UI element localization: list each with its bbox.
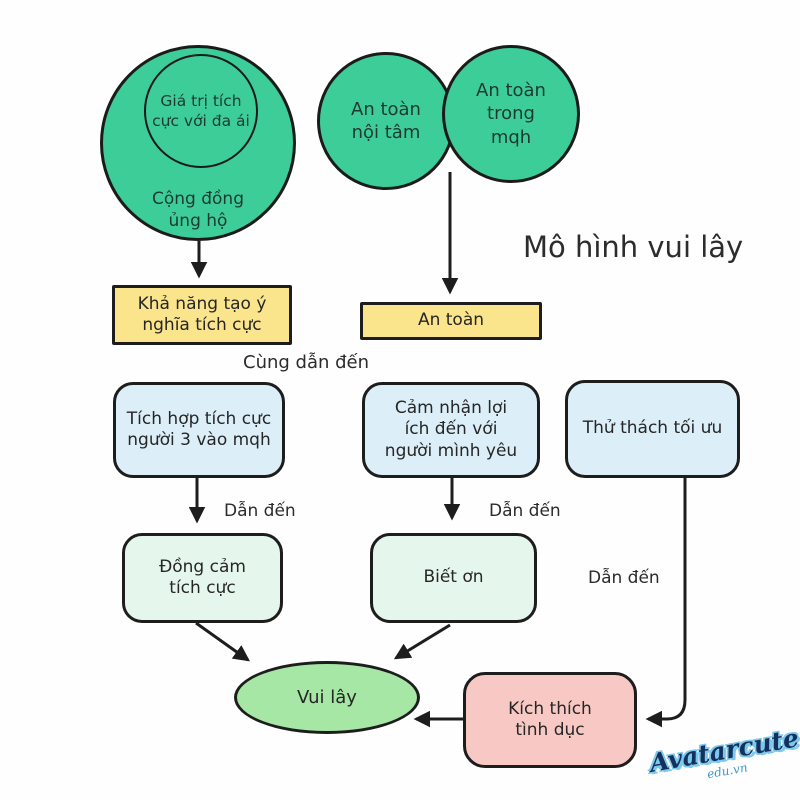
challenge-box: Thử thách tối ưu [565,380,740,478]
arrow-empathy-to-contagion [195,621,251,662]
venn-community-label: Cộng đồng ủng hộ [152,189,244,232]
empathy-box: Đồng cảm tích cực [122,533,283,623]
diagram-title: Mô hình vui lây [523,230,744,264]
meaning-box: Khả năng tạo ý nghĩa tích cực [112,285,292,345]
venn-values-inner-circle: Giá trị tích cực với đa ái [144,54,258,168]
gratitude-box: Biết ơn [370,533,537,623]
venn-inner-safety-circle: An toàn nội tâm [317,52,455,190]
arrow-gratitude-to-contagion [393,623,451,660]
challenge-box-label: Thử thách tối ưu [582,418,723,439]
arousal-box: Kích thích tình dục [463,672,637,768]
contagion-label: Vui lây [297,687,357,708]
arrow-challenge-to-arousal [645,478,687,728]
venn-inner-safety-label: An toàn nội tâm [351,98,421,143]
lead-right-label: Dẫn đến [588,568,660,588]
venn-relationship-safety-label: An toàn trong mqh [476,79,546,148]
benefit-box: Cảm nhận lợi ích đến với người mình yêu [362,382,540,478]
venn-values-label: Giá trị tích cực với đa ái [152,91,250,130]
gratitude-box-label: Biết ơn [423,567,484,588]
safety-box: An toàn [360,302,542,340]
arousal-box-label: Kích thích tình dục [508,698,592,740]
integration-box: Tích hợp tích cực người 3 vào mqh [113,382,285,478]
integration-box-label: Tích hợp tích cực người 3 vào mqh [126,408,272,450]
lead-left-label: Dẫn đến [224,501,296,521]
both-lead-label: Cùng dẫn đến [243,352,370,373]
empathy-box-label: Đồng cảm tích cực [159,556,246,598]
meaning-box-label: Khả năng tạo ý nghĩa tích cực [137,293,267,335]
benefit-box-label: Cảm nhận lợi ích đến với người mình yêu [384,398,518,461]
venn-relationship-safety-circle: An toàn trong mqh [442,45,580,183]
lead-mid-label: Dẫn đến [489,501,561,521]
safety-box-label: An toàn [417,310,485,331]
contagion-ellipse: Vui lây [234,661,420,734]
venn-community-circle: Giá trị tích cực với đa ái Cộng đồng ủng… [100,45,296,241]
